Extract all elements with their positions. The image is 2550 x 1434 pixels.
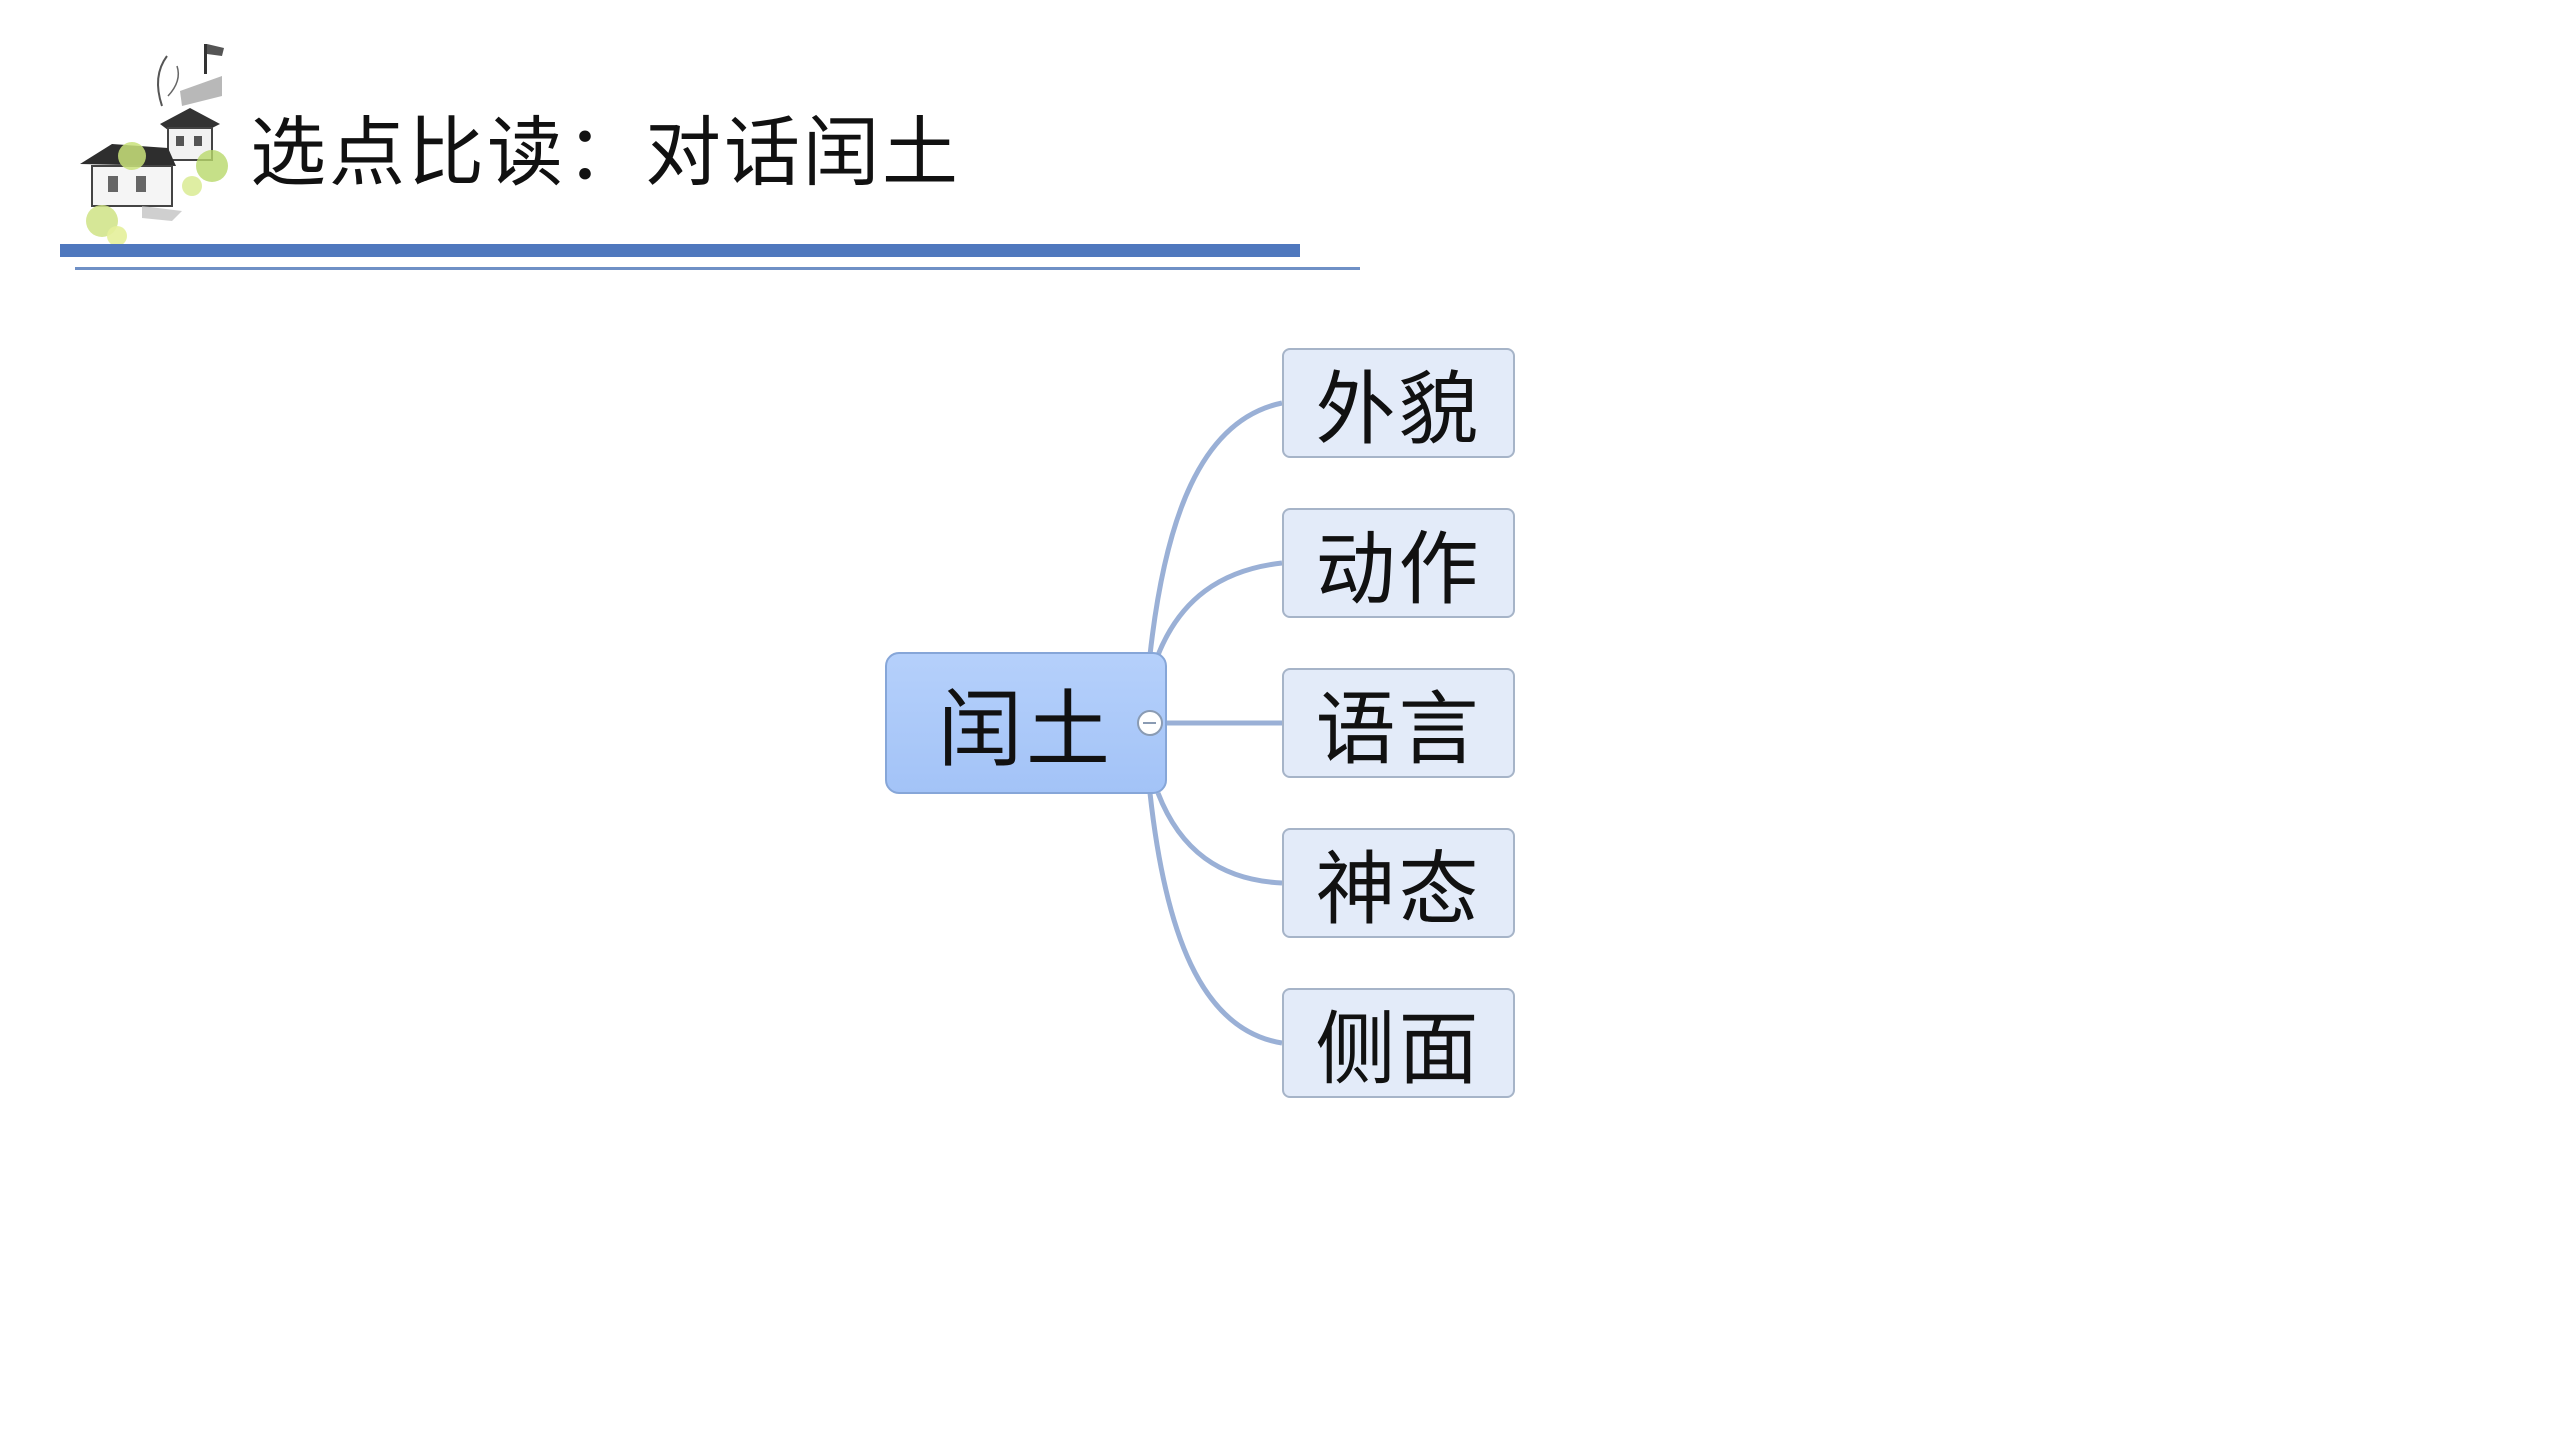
branch-topic-expression[interactable]: 神态: [1282, 828, 1515, 938]
collapse-toggle-icon[interactable]: [1137, 710, 1163, 736]
slide-title: 选点比读：对话闰土: [250, 108, 961, 197]
branch-topic-speech[interactable]: 语言: [1282, 668, 1515, 778]
connector-1: [1147, 400, 1283, 656]
title-underline-thick: [60, 244, 1300, 257]
branch-topic-side-description[interactable]: 侧面: [1282, 988, 1515, 1098]
central-topic[interactable]: 闰土: [885, 652, 1167, 794]
branch-topic-action[interactable]: 动作: [1282, 508, 1515, 618]
village-house-logo: [80, 44, 228, 246]
title-underline-thin: [75, 267, 1360, 270]
branch-topic-appearance[interactable]: 外貌: [1282, 348, 1515, 458]
connector-5: [1147, 792, 1283, 1046]
connector-4: [1155, 792, 1283, 886]
connector-2: [1155, 560, 1283, 656]
